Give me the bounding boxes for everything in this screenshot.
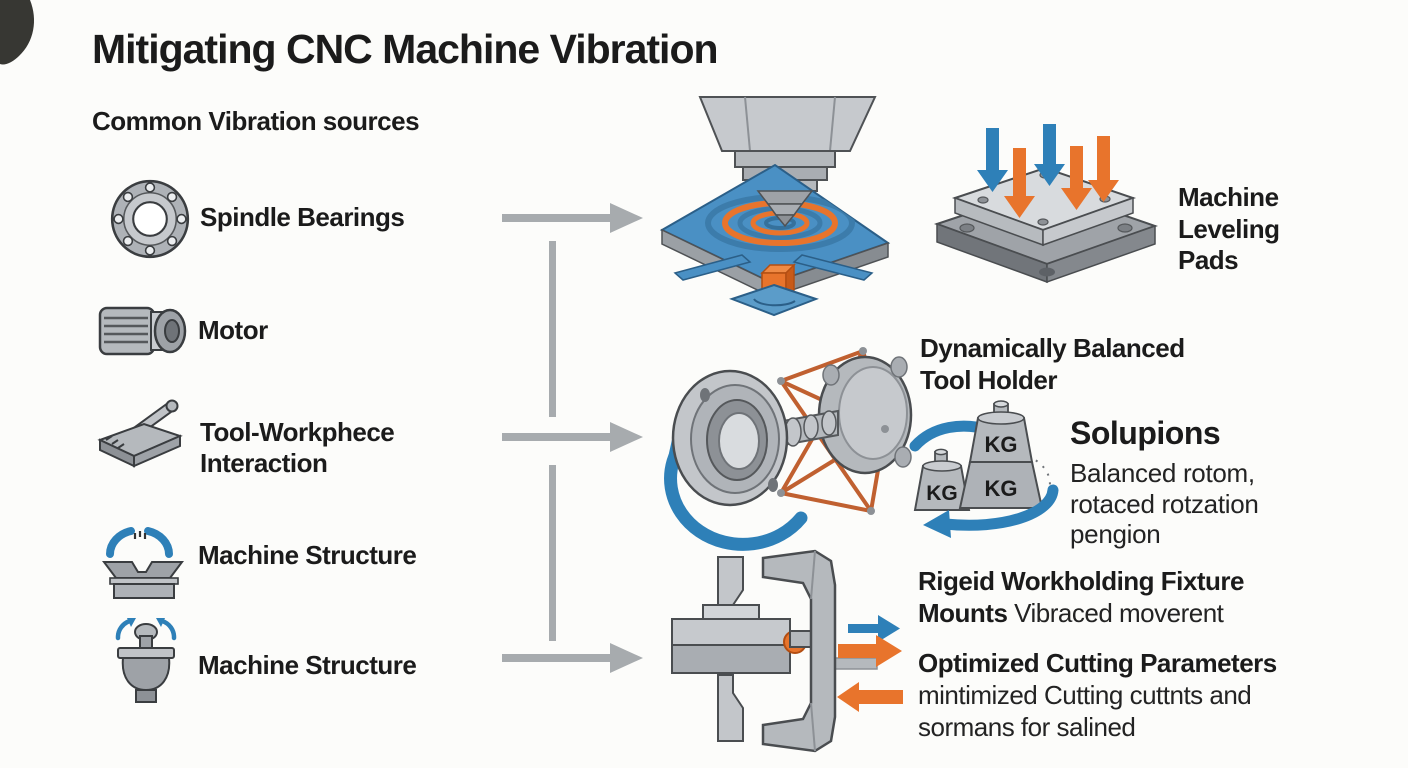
workholding-heading: Rigeid Workholding Fixture Mounts <box>918 566 1244 628</box>
balance-arrow-bottom <box>939 484 1059 531</box>
leveling-pads-illustration <box>933 124 1159 284</box>
motor-icon <box>98 306 187 356</box>
tool-holder-illustration <box>664 347 913 551</box>
fixture-illustration <box>671 549 903 753</box>
page-title: Mitigating CNC Machine Vibration <box>92 26 719 72</box>
cutting-parameters-heading: Optimized Cutting Parameters <box>918 648 1277 678</box>
spindle-vibration-illustration <box>659 96 891 317</box>
source-label-spindle-bearings: Spindle Bearings <box>200 202 405 232</box>
cutting-parameters-body: mintimized Cutting cuttnts and sormans f… <box>918 679 1252 742</box>
force-right-arrow <box>838 635 902 667</box>
workholding-body: Vibraced moverent <box>1014 597 1224 628</box>
source-label-machine-structure-2: Machine Structure <box>198 650 417 680</box>
machine-structure-2-icon <box>115 618 177 703</box>
balanced-tool-holder-heading: Dynamically Balanced Tool Holder <box>920 333 1185 395</box>
tool-workpiece-icon <box>97 399 183 468</box>
rotation-arrow <box>664 432 808 551</box>
solutions-body: Balanced rotom, rotaced rotzation pengio… <box>1070 458 1259 550</box>
corner-mark <box>0 0 35 65</box>
source-label-machine-structure-1: Machine Structure <box>198 540 417 570</box>
kg-label: KG <box>926 482 958 505</box>
source-label-tool-workpiece: Tool-Workphece Interaction <box>200 417 395 478</box>
solutions-subheading: Solupions <box>1070 415 1221 451</box>
force-left-arrow <box>837 682 903 712</box>
down-arrow-blue <box>977 124 1065 192</box>
kg-label: KG <box>985 432 1018 457</box>
sources-heading: Common Vibration sources <box>92 106 420 136</box>
cutting-parameters-text: Optimized Cutting Parameters mintimized … <box>918 648 1318 744</box>
flow-connector-arrows <box>502 203 643 673</box>
source-label-motor: Motor <box>198 315 268 345</box>
bearing-icon <box>110 179 190 259</box>
down-arrow-orange <box>1004 136 1119 218</box>
kg-label: KG <box>985 476 1018 501</box>
leveling-pads-label: Machine Leveling Pads <box>1178 182 1280 276</box>
machine-structure-icon <box>102 527 184 599</box>
balancing-weights-icon: KG KG KG <box>909 400 1059 538</box>
vibration-in-arrow <box>848 615 900 642</box>
workholding-text: Rigeid Workholding Fixture Mounts Vibrac… <box>918 566 1306 630</box>
